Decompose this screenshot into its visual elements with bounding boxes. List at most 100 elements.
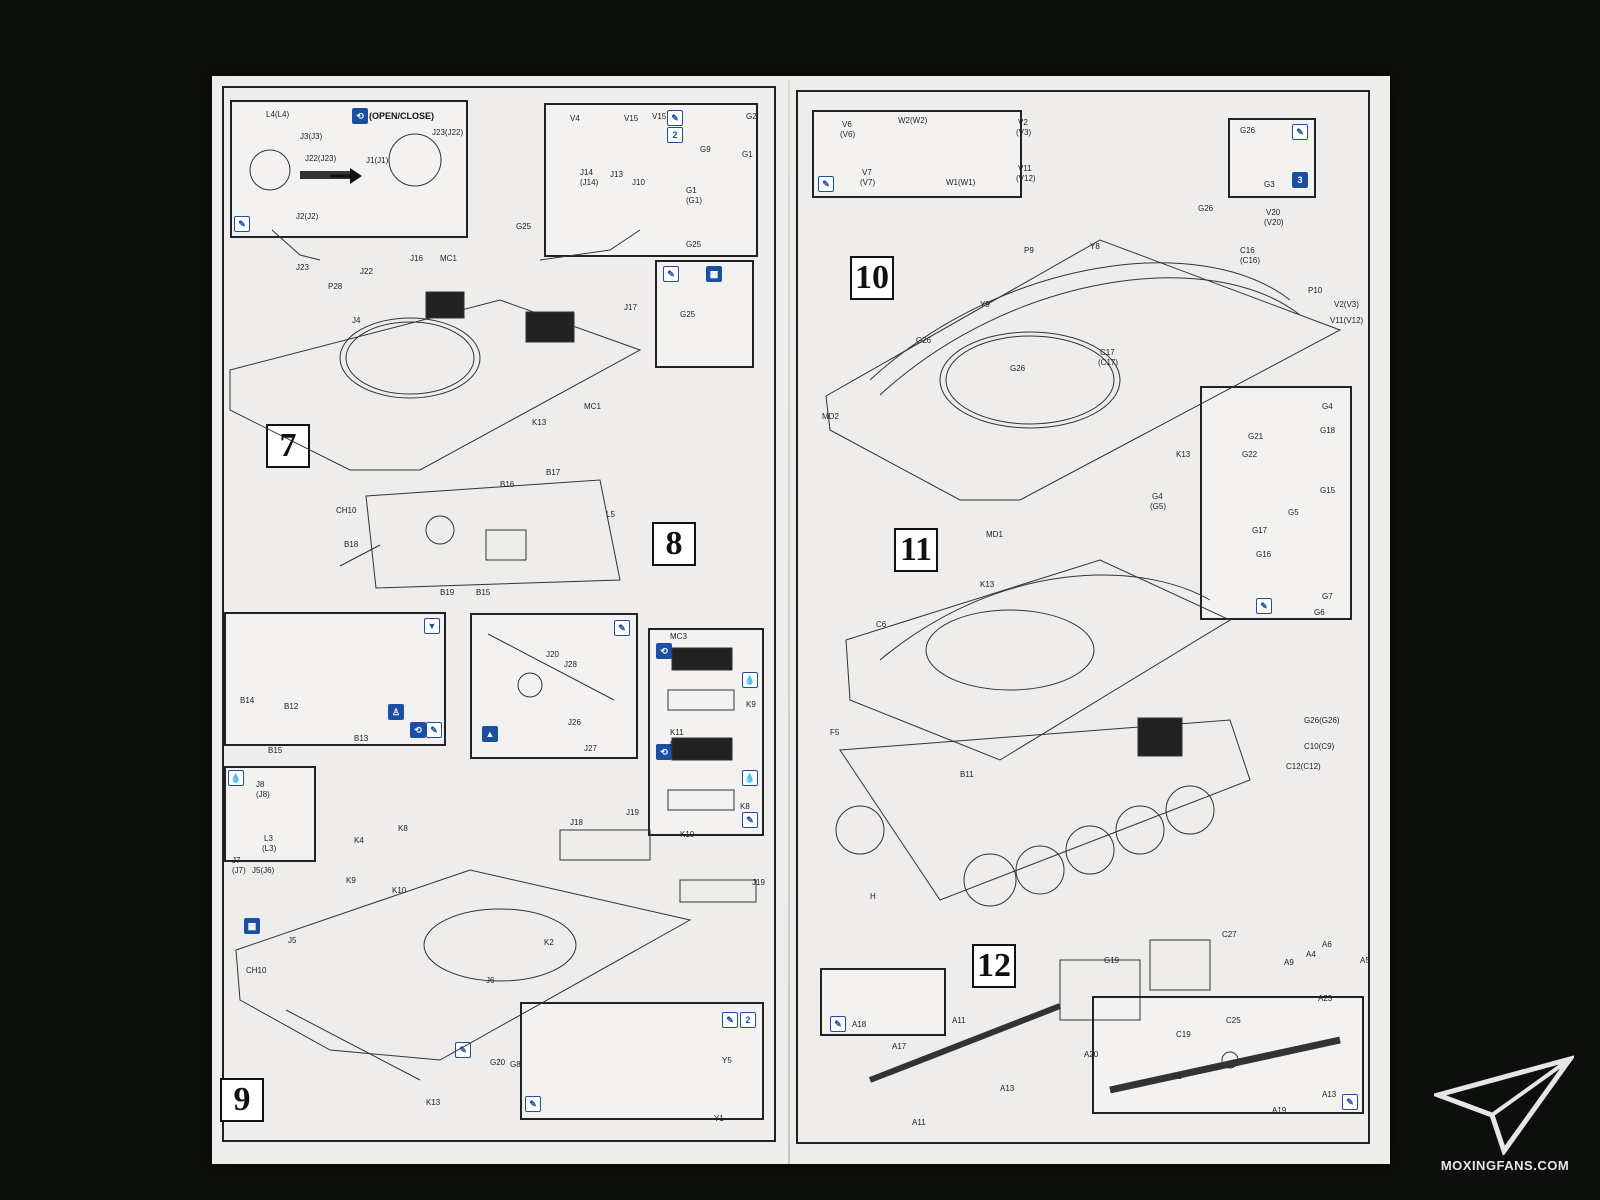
drill-icon: ▼ [424, 618, 440, 634]
part-label: J22(J23) [305, 154, 337, 163]
part-label: G26 [916, 336, 932, 345]
step-number-11: 11 [894, 528, 938, 572]
part-label: J8 [256, 780, 265, 789]
part-label: (V20) [1264, 218, 1284, 227]
part-label: (J7) [232, 866, 246, 875]
part-label: J4 [352, 316, 361, 325]
part-label: V7 [862, 168, 872, 177]
part-label: (G5) [1150, 502, 1166, 511]
part-label: J26 [568, 718, 581, 727]
part-label: B13 [354, 734, 369, 743]
part-label: G26 [1240, 126, 1256, 135]
step-number-12: 12 [972, 944, 1016, 988]
part-label: A19 [1272, 1106, 1287, 1115]
part-label: V2(V3) [1334, 300, 1359, 309]
part-label: C6 [876, 620, 887, 629]
step7-inset-hatch [230, 100, 468, 238]
drop-icon: 💧 [228, 770, 244, 786]
part-label: MC2 [670, 740, 687, 749]
part-label: G25 [680, 310, 696, 319]
part-label: G2 [746, 112, 757, 121]
part-label: B18 [344, 540, 359, 549]
part-label: J19 [752, 878, 765, 887]
part-label: J17 [624, 303, 637, 312]
glue-icon: ✎ [667, 110, 683, 126]
part-label: K2 [544, 938, 554, 947]
part-label: A18 [852, 1020, 867, 1029]
part-label: P10 [1308, 286, 1323, 295]
step9-inset-light [224, 766, 316, 862]
part-label: G4 [1322, 402, 1333, 411]
part-label: MD2 [822, 412, 839, 421]
part-label: G1 [742, 150, 753, 159]
part-label: J10 [632, 178, 645, 187]
center-fold [788, 80, 790, 1164]
part-label: V15 [624, 114, 639, 123]
rotate-icon: ⟲ [410, 722, 426, 738]
part-label: W1(W1) [946, 178, 976, 187]
part-label: G19 [1104, 956, 1120, 965]
photo-etch-icon: ▦ [244, 918, 260, 934]
glue-icon: ✎ [525, 1096, 541, 1112]
part-label: G21 [1248, 432, 1264, 441]
part-label: B12 [284, 702, 299, 711]
part-label: A11 [952, 1016, 966, 1025]
part-label: G1 [686, 186, 697, 195]
part-label: J6 [486, 976, 495, 985]
step-number-10: 10 [850, 256, 894, 300]
part-label: K10 [392, 886, 407, 895]
part-label: V15 [652, 112, 667, 121]
part-label: J22 [360, 267, 373, 276]
part-label: V2 [1018, 118, 1028, 127]
part-label: A23 [1318, 994, 1333, 1003]
step-number-8: 8 [652, 522, 696, 566]
glue-icon: ✎ [742, 812, 758, 828]
part-label: J3(J3) [300, 132, 323, 141]
part-label: G25 [686, 240, 702, 249]
part-label: MC1 [440, 254, 457, 263]
part-label: J1(J1) [366, 156, 389, 165]
part-label: A20 [1084, 1050, 1099, 1059]
part-label: G20 [490, 1058, 506, 1067]
glue-icon: ✎ [818, 176, 834, 192]
part-label: Y1 [714, 1114, 724, 1123]
drop-icon: 💧 [742, 672, 758, 688]
part-label: B15 [268, 746, 283, 755]
part-label: V11 [1018, 164, 1032, 173]
glue-icon: ✎ [614, 620, 630, 636]
part-label: G6 [1314, 608, 1325, 617]
part-label: A11 [912, 1118, 926, 1127]
part-label: G22 [1242, 450, 1258, 459]
part-label: K13 [980, 580, 995, 589]
part-label: G15 [1320, 486, 1336, 495]
part-label: G26 [1198, 204, 1214, 213]
part-label: J7 [232, 856, 241, 865]
part-label: (J14) [580, 178, 599, 187]
part-label: W2(W2) [898, 116, 928, 125]
part-label: P9 [1024, 246, 1034, 255]
part-label: J20 [546, 650, 559, 659]
glue-icon: ✎ [1342, 1094, 1358, 1110]
part-label: (V6) [840, 130, 856, 139]
part-label: J13 [610, 170, 623, 179]
part-label: B16 [500, 480, 515, 489]
part-label: K9 [746, 700, 756, 709]
part-label: G18 [1320, 426, 1336, 435]
part-label: (J8) [256, 790, 270, 799]
part-label: C19 [1176, 1030, 1191, 1039]
part-label: V20 [1266, 208, 1281, 217]
part-label: V6 [842, 120, 852, 129]
part-label: J18 [570, 818, 583, 827]
part-label: L4(L4) [266, 110, 290, 119]
part-label: B19 [440, 588, 455, 597]
watermark-text: MOXINGFANS.COM [1440, 1158, 1570, 1173]
part-label: J2(J2) [296, 212, 319, 221]
part-label: J19 [626, 808, 639, 817]
part-label: J23 [296, 263, 309, 272]
part-label: (L3) [262, 844, 277, 853]
part-label: MC1 [584, 402, 601, 411]
step11-inset-filters [1200, 386, 1352, 620]
part-label: B15 [476, 588, 491, 597]
glue-icon: ✎ [455, 1042, 471, 1058]
assemble-icon: ♙ [388, 704, 404, 720]
